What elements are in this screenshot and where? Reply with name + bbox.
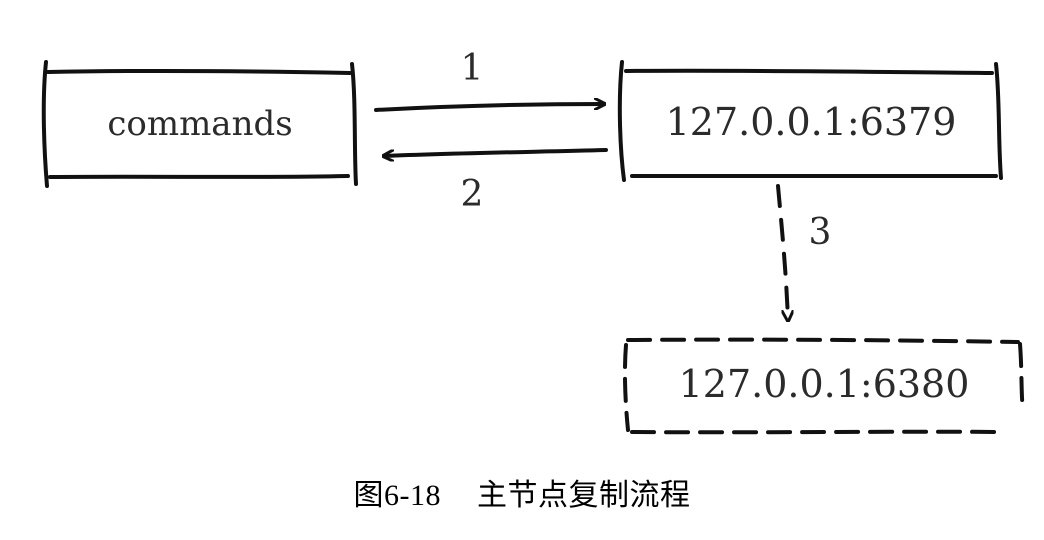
figure-caption: 图6-18 主节点复制流程 — [0, 470, 1044, 514]
commands-node-label: commands — [107, 104, 293, 144]
edge-reply-label: 2 — [460, 174, 484, 215]
master-box — [617, 60, 1003, 182]
commands-box — [41, 60, 358, 188]
slave-box — [622, 337, 1025, 435]
edge-send-arrow — [374, 104, 604, 112]
figure-title: 主节点复制流程 — [477, 479, 691, 512]
slave-node-label: 127.0.0.1:6380 — [678, 362, 970, 406]
edge-replicate-label: 3 — [808, 212, 832, 253]
figure-number: 图6-18 — [353, 479, 441, 512]
master-node-label: 127.0.0.1:6379 — [665, 100, 957, 144]
edge-send-label: 1 — [460, 48, 484, 89]
edge-replicate-arrow — [776, 184, 788, 320]
edge-reply-arrow — [384, 148, 608, 156]
